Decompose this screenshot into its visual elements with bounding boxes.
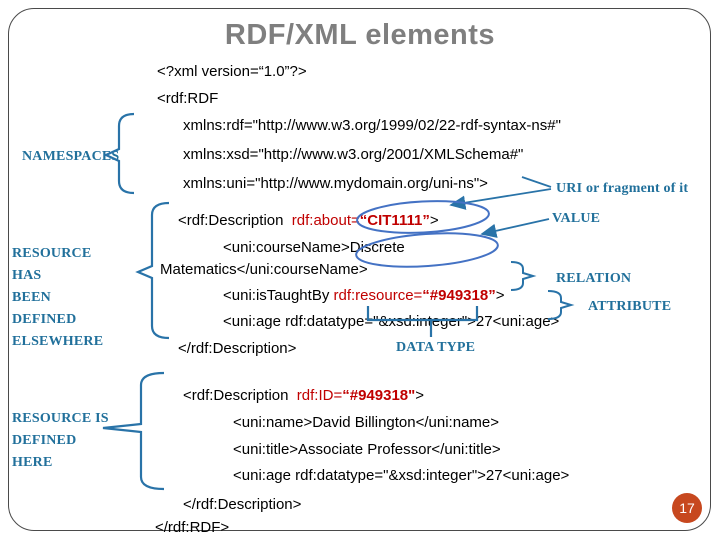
label-namespaces: NAMESPACES	[22, 149, 120, 164]
code-line-xmlns-rdf: xmlns:rdf="http://www.w3.org/1999/02/22-…	[183, 117, 561, 134]
code-line-description-about: <rdf:Description rdf:about=“CIT1111”>	[178, 212, 439, 229]
slide-border	[8, 8, 711, 531]
code-line-description-close-2: </rdf:Description>	[183, 496, 302, 513]
code-line-coursename-close: Matematics</uni:courseName>	[160, 261, 368, 278]
code-line-description-id: <rdf:Description rdf:ID=“#949318">	[183, 387, 425, 404]
label-value: VALUE	[552, 211, 601, 226]
slide-title: RDF/XML elements	[224, 19, 496, 51]
code-line-uni-title: <uni:title>Associate Professor</uni:titl…	[233, 441, 501, 458]
code-line-istaughtby: <uni:isTaughtBy rdf:resource=“#949318”>	[223, 287, 505, 304]
page-number-badge: 17	[672, 493, 702, 523]
code-line-description-close-1: </rdf:Description>	[178, 340, 297, 357]
code-line-age-2: <uni:age rdf:datatype="&xsd:integer">27<…	[233, 467, 570, 484]
code-line-age-1: <uni:age rdf:datatype="&xsd:integer">27<…	[223, 313, 560, 330]
label-resource-defined-here: RESOURCE IS DEFINED HERE	[12, 411, 109, 470]
code-line-coursename-open: <uni:courseName>Discrete	[223, 239, 405, 256]
code-line-xmlns-uni: xmlns:uni="http://www.mydomain.org/uni-n…	[183, 175, 488, 192]
label-data-type: DATA TYPE	[396, 340, 476, 355]
code-line-uni-name: <uni:name>David Billington</uni:name>	[233, 414, 500, 431]
code-line-rdf-open: <rdf:RDF	[157, 90, 219, 107]
label-uri-or-fragment: URI or fragment of it	[556, 181, 689, 196]
code-line-xmlns-xsd: xmlns:xsd="http://www.w3.org/2001/XMLSch…	[183, 146, 524, 163]
code-line-rdf-close: </rdf:RDF>	[155, 519, 230, 536]
label-relation: RELATION	[556, 271, 632, 286]
label-attribute: ATTRIBUTE	[588, 299, 672, 314]
code-line-xml-decl: <?xml version=“1.0”?>	[157, 63, 307, 80]
label-resource-defined-elsewhere: RESOURCE HAS BEEN DEFINED ELSEWHERE	[12, 246, 104, 349]
